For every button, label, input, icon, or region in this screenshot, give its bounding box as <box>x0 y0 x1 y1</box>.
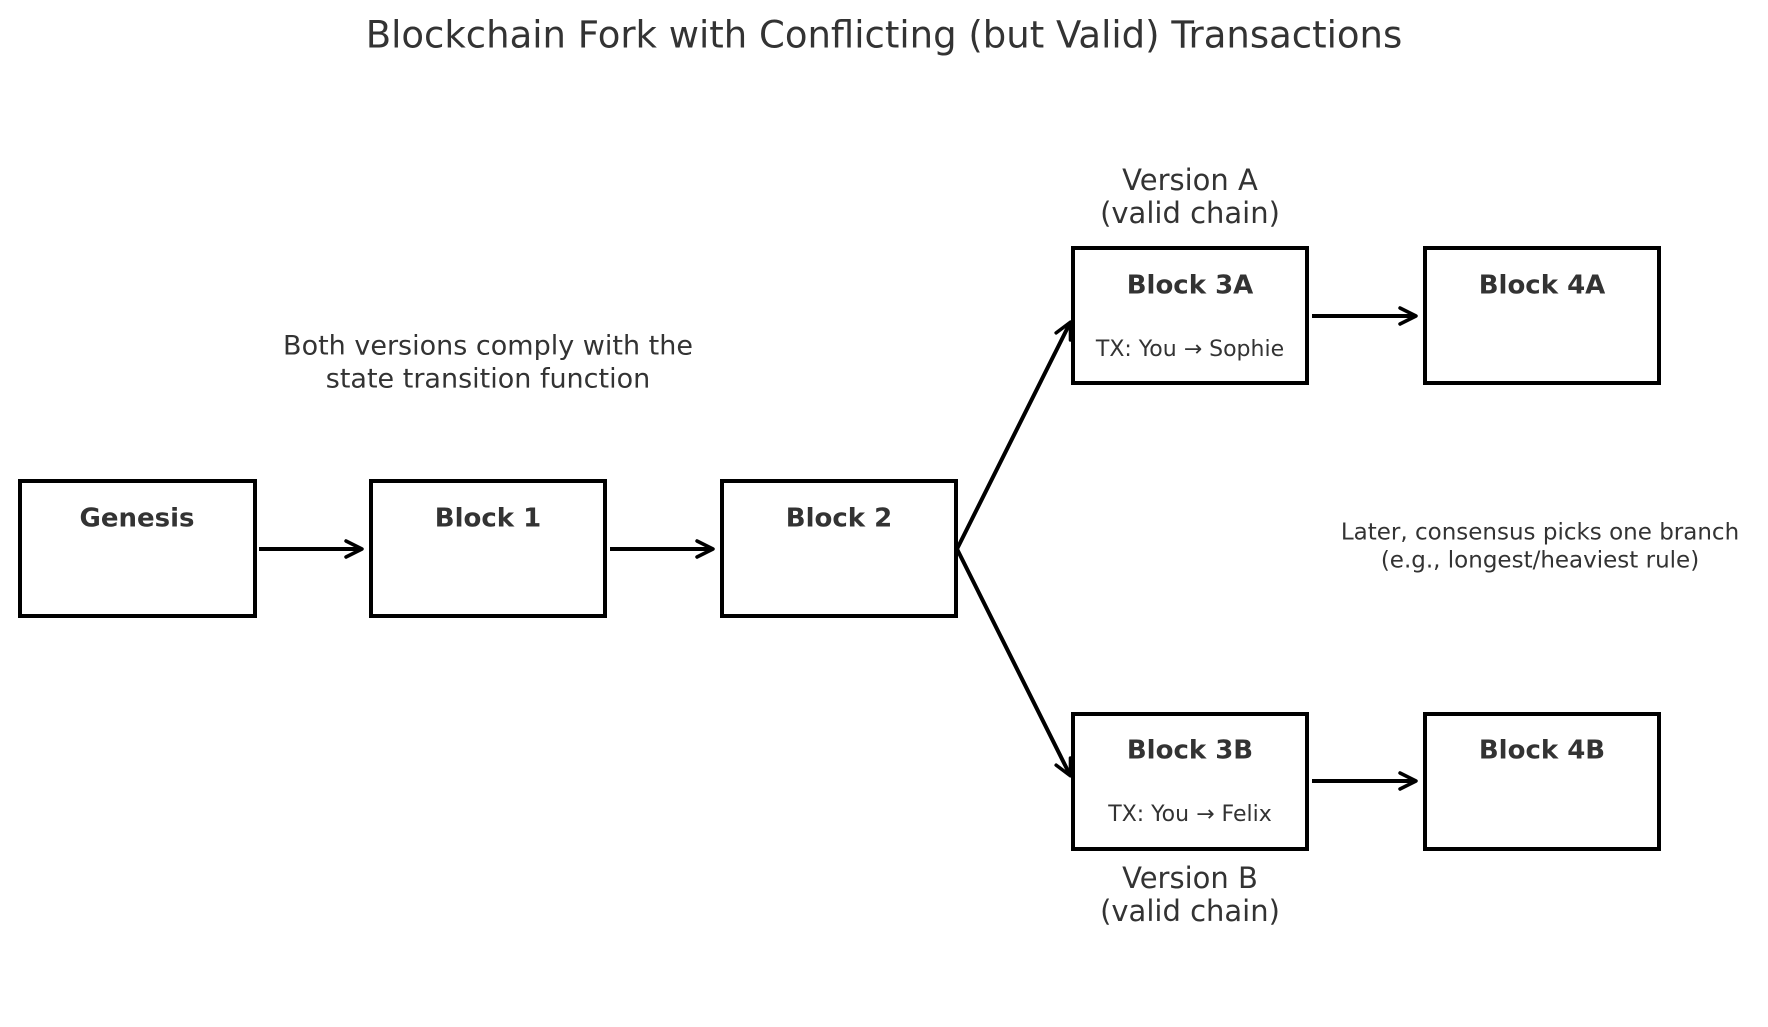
compliance-note: Both versions comply with the state tran… <box>283 331 693 395</box>
diagram-title: Blockchain Fork with Conflicting (but Va… <box>366 14 1403 57</box>
consensus-note-line1: Later, consensus picks one branch <box>1341 520 1739 546</box>
compliance-note-line1: Both versions comply with the <box>283 331 693 362</box>
block-4a: Block 4A <box>1423 246 1661 385</box>
block-genesis-label: Genesis <box>80 504 195 534</box>
version-b-line1: Version B <box>1122 861 1258 895</box>
block-1: Block 1 <box>369 479 607 618</box>
version-b-label: Version B (valid chain) <box>1100 861 1280 928</box>
block-3b-label: Block 3B <box>1127 736 1253 766</box>
consensus-note-line2: (e.g., longest/heaviest rule) <box>1381 548 1699 574</box>
block-4a-box <box>1423 246 1661 385</box>
edges <box>259 306 1418 791</box>
block-3a-tx: TX: You → Sophie <box>1095 337 1284 362</box>
version-a-line1: Version A <box>1122 163 1258 197</box>
version-a-line2: (valid chain) <box>1100 196 1280 230</box>
consensus-note: Later, consensus picks one branch (e.g.,… <box>1341 520 1739 574</box>
block-3a-label: Block 3A <box>1127 271 1254 301</box>
edge-block2-block3b <box>955 548 1073 778</box>
block-1-label: Block 1 <box>435 504 541 534</box>
block-4a-label: Block 4A <box>1479 271 1606 301</box>
block-4b-label: Block 4B <box>1479 736 1605 766</box>
block-4b-box <box>1423 712 1661 851</box>
block-genesis: Genesis <box>18 479 257 618</box>
block-3b: Block 3B TX: You → Felix <box>1071 712 1309 851</box>
block-2: Block 2 <box>720 479 958 618</box>
version-a-label: Version A (valid chain) <box>1100 163 1280 230</box>
block-2-label: Block 2 <box>786 504 892 534</box>
block-3a: Block 3A TX: You → Sophie <box>1071 246 1309 385</box>
version-b-line2: (valid chain) <box>1100 894 1280 928</box>
block-genesis-box <box>18 479 257 618</box>
edge-block2-block3a <box>955 320 1073 550</box>
block-1-box <box>369 479 607 618</box>
block-4b: Block 4B <box>1423 712 1661 851</box>
block-3b-tx: TX: You → Felix <box>1107 802 1272 827</box>
compliance-note-line2: state transition function <box>326 364 651 395</box>
block-3b-box <box>1071 712 1309 851</box>
block-3a-box <box>1071 246 1309 385</box>
block-2-box <box>720 479 958 618</box>
